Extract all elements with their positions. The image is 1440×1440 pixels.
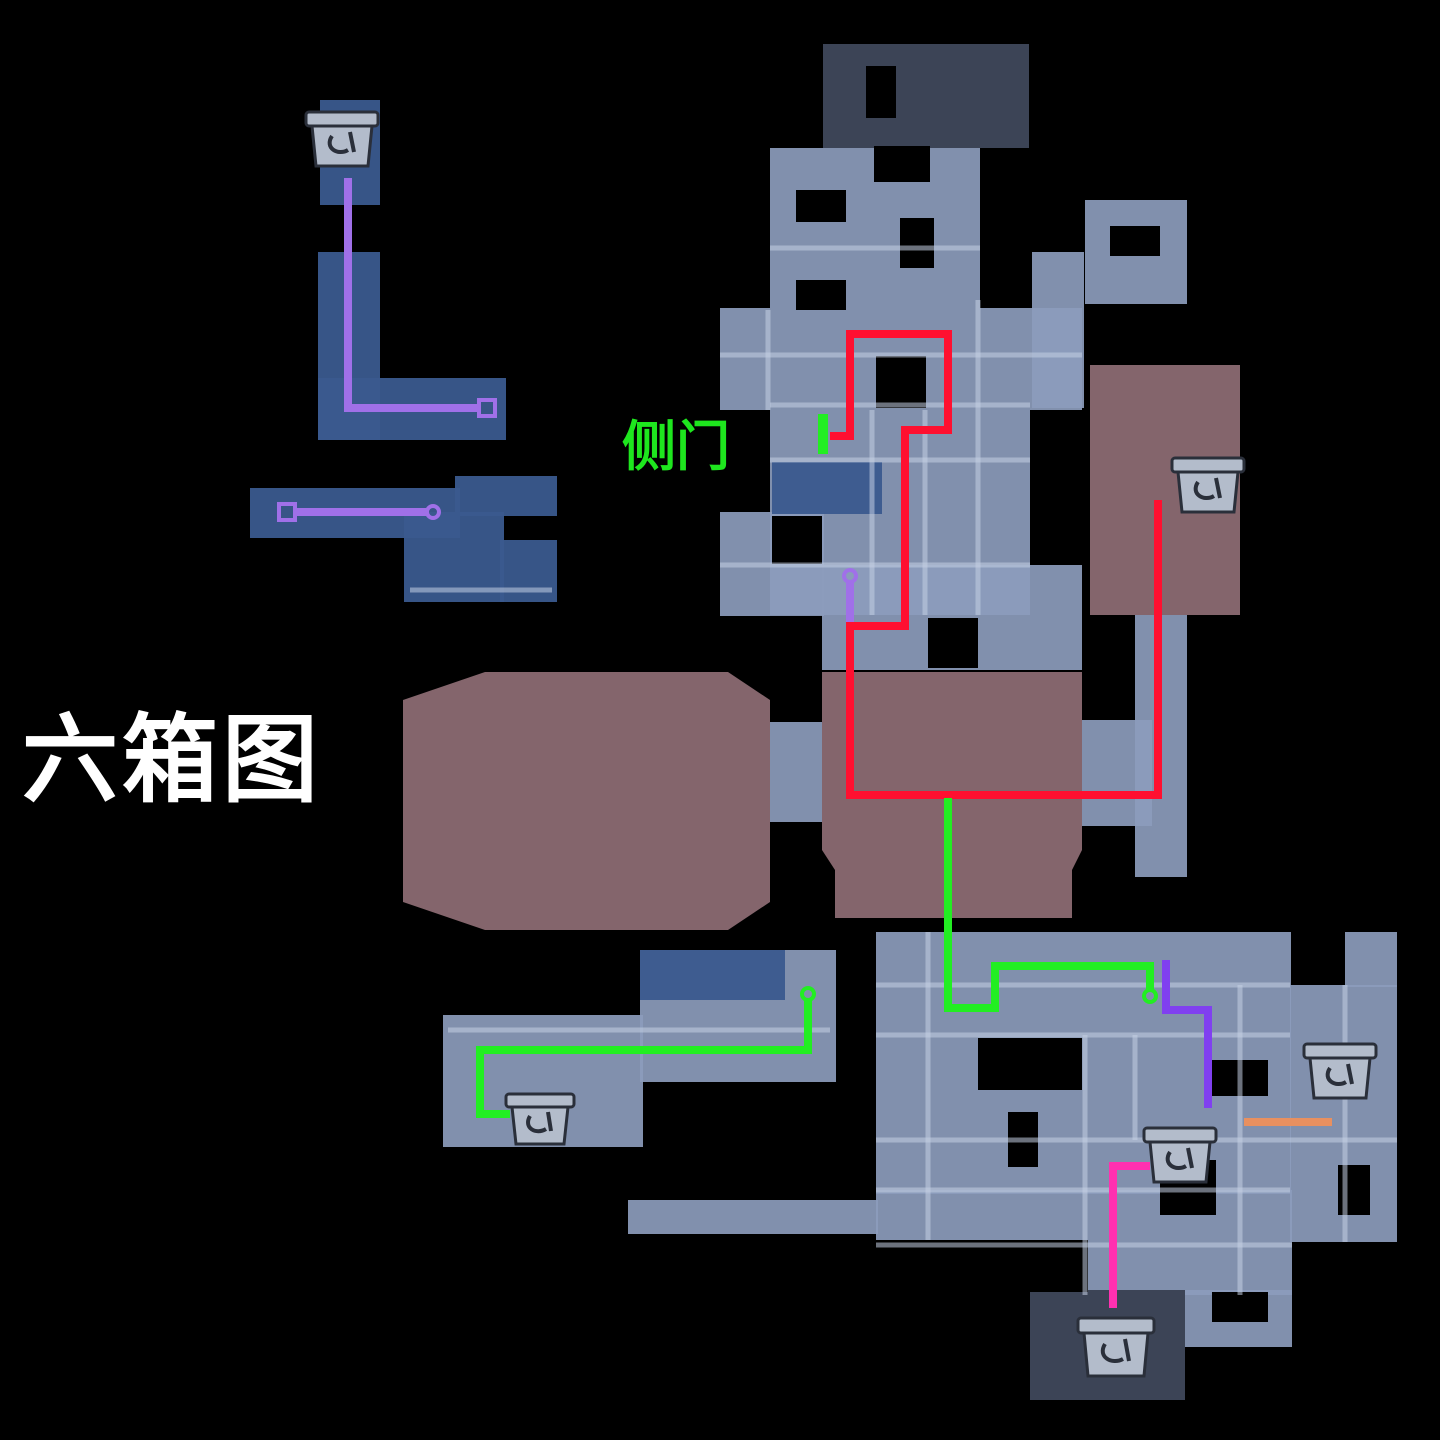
violet-route bbox=[1162, 960, 1212, 1108]
north-complex bbox=[720, 44, 1187, 670]
purple-route-1 bbox=[344, 178, 480, 412]
purple-route-2-start bbox=[425, 504, 441, 520]
map-title: 六箱图 bbox=[22, 704, 322, 816]
treasure-chest-icon bbox=[304, 110, 380, 168]
treasure-chest-icon bbox=[1142, 1126, 1218, 1184]
purple-route-2-end bbox=[277, 502, 297, 522]
west-brown-hall bbox=[403, 672, 822, 930]
red-route bbox=[830, 330, 1162, 799]
magenta-route bbox=[1109, 1162, 1150, 1308]
treasure-chest-icon bbox=[504, 1092, 576, 1146]
side-door-label: 侧门 bbox=[622, 415, 730, 478]
green-route-south bbox=[476, 998, 812, 1118]
south-complex bbox=[628, 932, 1397, 1400]
purple-route-3-start bbox=[842, 568, 858, 584]
treasure-chest-icon bbox=[1170, 456, 1246, 514]
green-route-north-start bbox=[1142, 988, 1158, 1004]
treasure-chest-icon bbox=[1076, 1316, 1156, 1378]
west-corridor bbox=[250, 476, 557, 602]
purple-route-1-end bbox=[477, 398, 497, 418]
southwest-corridor bbox=[443, 950, 836, 1147]
green-route-south-start bbox=[800, 986, 816, 1002]
side-door-marker bbox=[818, 414, 828, 454]
green-route-north bbox=[944, 798, 1154, 1012]
treasure-chest-icon bbox=[1302, 1042, 1378, 1100]
